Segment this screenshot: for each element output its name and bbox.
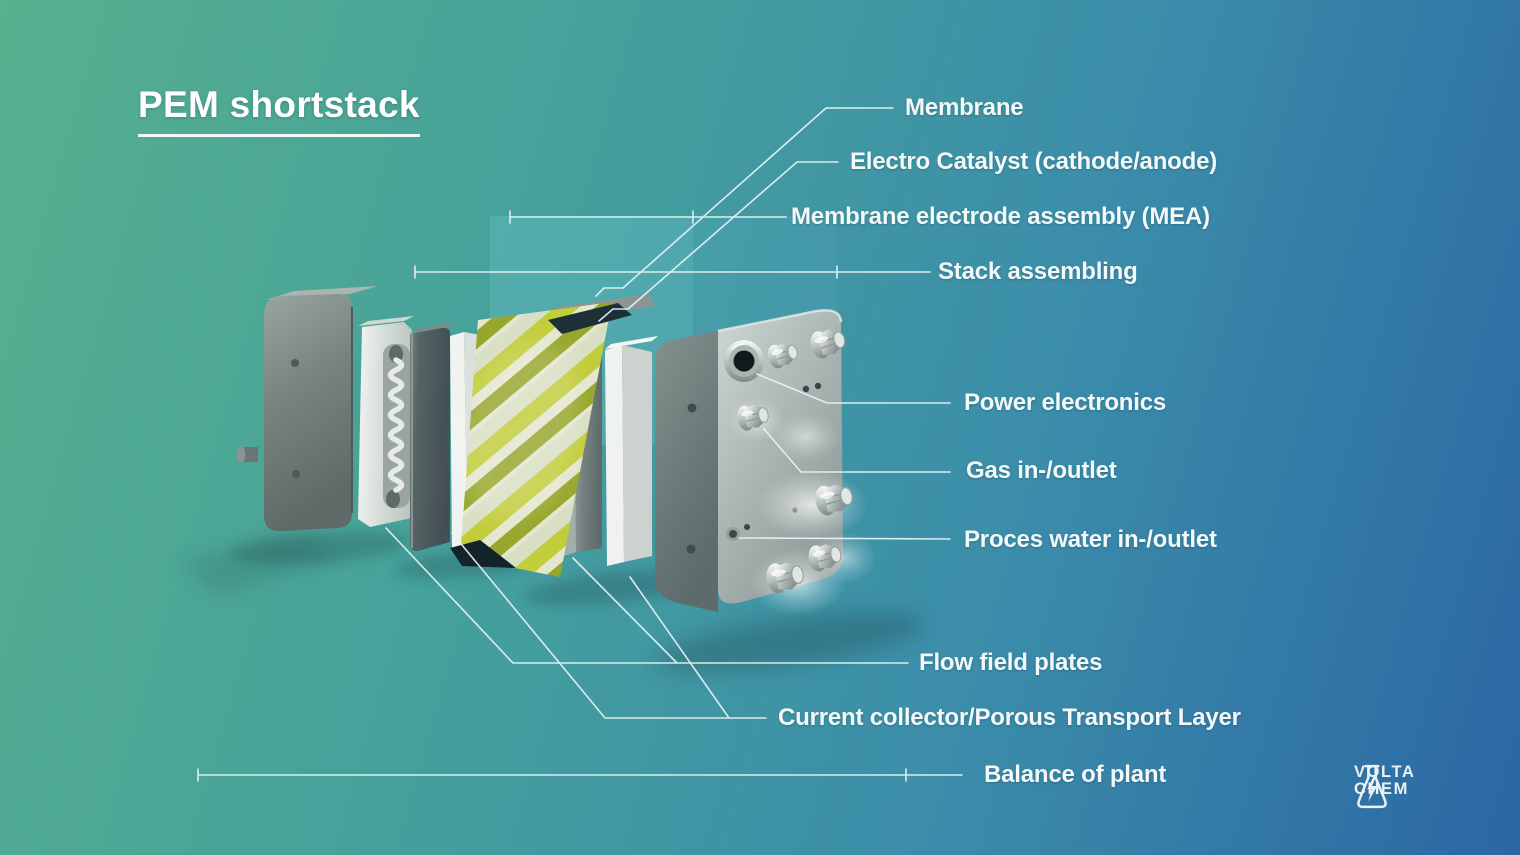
- floor-shadows: [180, 531, 924, 673]
- callout-power-electronics: Power electronics: [964, 389, 1167, 416]
- process-water-leader-line: [738, 537, 951, 540]
- callout-electro-catalyst: Electro Catalyst (cathode/anode): [850, 148, 1218, 175]
- callout-balance-of-plant: Balance of plant: [984, 761, 1167, 788]
- flask-lightning-icon: [1357, 764, 1387, 809]
- serpentine-channel: [387, 357, 405, 493]
- current-collector-sheet-right: [605, 336, 658, 566]
- stack-assembling-bracket-line: [414, 265, 931, 279]
- gas-leader-line: [763, 428, 951, 473]
- left-end-plate: [236, 286, 378, 532]
- process-water-port: [729, 530, 737, 538]
- power-socket: [724, 340, 764, 382]
- balance-of-plant-bracket-line: [197, 768, 963, 782]
- callout-flow-field-plates: Flow field plates: [919, 649, 1103, 676]
- callout-stack-assembling: Stack assembling: [938, 258, 1138, 285]
- voltachem-logo: VOLTA CHEM: [1354, 764, 1415, 809]
- mea-bracket-line: [509, 210, 787, 224]
- callout-gas-in-outlet: Gas in-/outlet: [966, 457, 1117, 484]
- callout-current-collector: Current collector/Porous Transport Layer: [778, 704, 1241, 731]
- dark-plate-left: [410, 322, 456, 552]
- callout-membrane: Membrane: [905, 94, 1024, 121]
- page-title: PEM shortstack: [138, 84, 420, 137]
- electro-catalyst-leader-line: [598, 161, 839, 322]
- flow-field-plate-serpentine: [358, 316, 414, 527]
- callout-process-water: Proces water in-/outlet: [964, 526, 1217, 553]
- power-electronics-leader-line: [756, 373, 951, 404]
- mea-membrane-catalyst-sheets: [450, 294, 655, 577]
- flow-field-leader-line: [385, 527, 909, 664]
- current-collector-leader-line: [451, 532, 767, 719]
- membrane-leader-line: [595, 107, 894, 297]
- callout-mea: Membrane electrode assembly (MEA): [791, 203, 1210, 230]
